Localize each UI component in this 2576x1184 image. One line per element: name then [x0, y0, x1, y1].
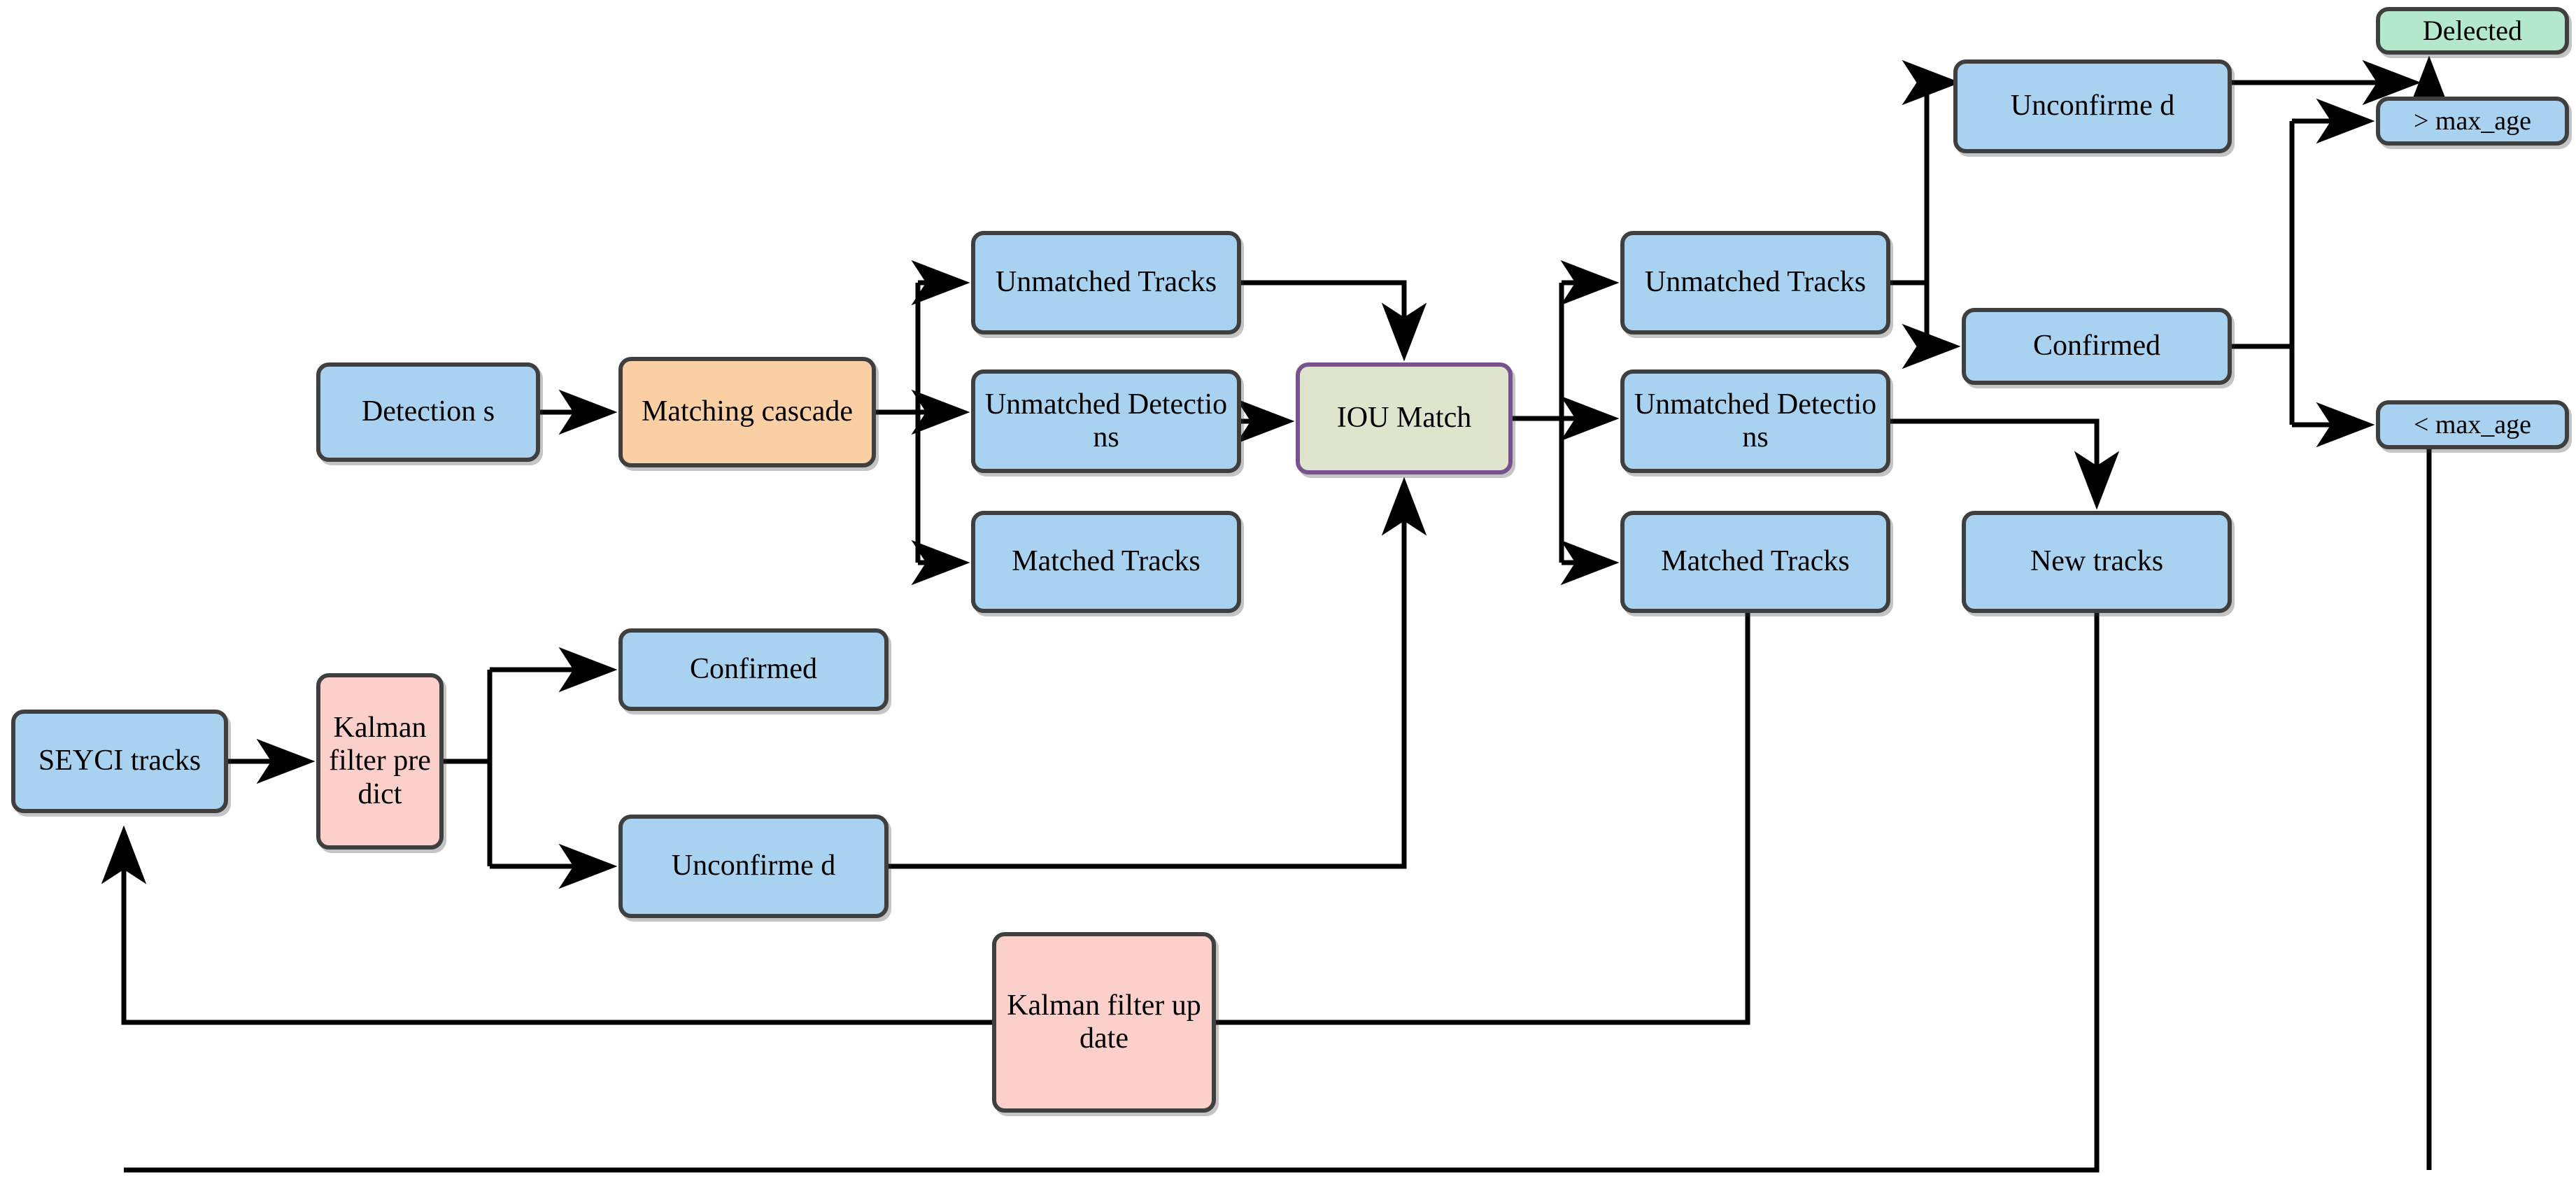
node-deleted-label: Delected — [2422, 14, 2523, 46]
node-unmatched-detections-right[interactable]: Unmatched Detections — [1620, 369, 1890, 473]
node-matching-cascade-label: Matching cascade — [641, 395, 854, 428]
node-seyci-tracks[interactable]: SEYCI tracks — [11, 710, 228, 813]
node-unmatched-detections-left[interactable]: Unmatched Detections — [971, 369, 1241, 473]
node-iou-match[interactable]: IOU Match — [1296, 362, 1513, 474]
edge-unmatched-tracks-to-iou — [1241, 280, 1427, 362]
node-unmatched-tracks-left-label: Unmatched Tracks — [995, 266, 1217, 299]
node-max-age-greater-label: > max_age — [2413, 106, 2532, 136]
node-confirmed-right[interactable]: Confirmed — [1962, 308, 2232, 385]
node-matched-tracks-left-label: Matched Tracks — [1012, 545, 1201, 578]
node-kalman-filter-predict[interactable]: Kalman filter predict — [316, 673, 444, 850]
node-kalman-filter-predict-label: Kalman filter predict — [329, 712, 431, 810]
node-confirmed-left-label: Confirmed — [690, 653, 817, 686]
node-matched-tracks-left[interactable]: Matched Tracks — [971, 511, 1241, 613]
node-unconfirmed-right-label: Unconfirme d — [2010, 90, 2175, 122]
node-matched-tracks-right[interactable]: Matched Tracks — [1620, 511, 1890, 613]
node-unmatched-tracks-right[interactable]: Unmatched Tracks — [1620, 231, 1890, 334]
edge-unmatched-dets-r-to-new-tracks — [1890, 418, 2120, 510]
node-new-tracks-label: New tracks — [2030, 545, 2164, 578]
edge-matched-tracks-to-kalman-update — [1216, 613, 1750, 1025]
node-deleted[interactable]: Delected — [2376, 7, 2569, 55]
node-detections-label: Detection s — [361, 395, 495, 428]
node-unmatched-detections-left-label: Unmatched Detections — [984, 388, 1228, 453]
node-kalman-filter-update-label: Kalman filter update — [1007, 989, 1201, 1055]
node-unconfirmed-left[interactable]: Unconfirme d — [618, 815, 889, 918]
node-detections[interactable]: Detection s — [316, 362, 540, 462]
node-unconfirmed-right[interactable]: Unconfirme d — [1953, 59, 2232, 153]
node-unmatched-detections-right-label: Unmatched Detections — [1634, 388, 1877, 453]
node-unmatched-tracks-left[interactable]: Unmatched Tracks — [971, 231, 1241, 334]
node-new-tracks[interactable]: New tracks — [1962, 511, 2232, 613]
node-kalman-filter-update[interactable]: Kalman filter update — [992, 932, 1216, 1113]
node-matched-tracks-right-label: Matched Tracks — [1661, 545, 1850, 578]
node-max-age-less-label: < max_age — [2413, 409, 2532, 439]
node-matching-cascade[interactable]: Matching cascade — [618, 357, 876, 467]
node-seyci-tracks-label: SEYCI tracks — [38, 745, 201, 777]
node-confirmed-right-label: Confirmed — [2033, 330, 2160, 362]
node-iou-match-label: IOU Match — [1336, 402, 1472, 435]
node-confirmed-left[interactable]: Confirmed — [618, 628, 889, 711]
node-max-age-less[interactable]: < max_age — [2376, 400, 2569, 449]
node-max-age-greater[interactable]: > max_age — [2376, 97, 2569, 146]
node-unmatched-tracks-right-label: Unmatched Tracks — [1644, 266, 1867, 299]
node-unconfirmed-left-label: Unconfirme d — [671, 850, 836, 882]
